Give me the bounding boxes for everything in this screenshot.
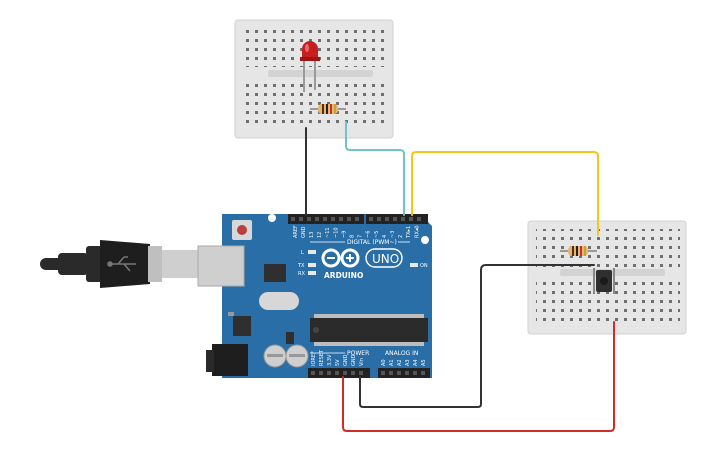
digital-pin-label-10: ~3	[390, 231, 396, 238]
wire-red-5v	[342, 321, 615, 432]
digital-pin-label-7: ~6	[366, 231, 372, 238]
power-pin-label-5: GND	[351, 354, 357, 366]
usb-icon	[107, 256, 136, 272]
gnd-label: GND	[301, 226, 307, 238]
analog-pin-label-2: A2	[397, 359, 403, 366]
digital-pin-label-2: ~11	[325, 227, 331, 238]
wire-cyan-resistor	[345, 121, 405, 216]
led-rx-label: RX	[298, 271, 305, 277]
header-analog	[378, 368, 430, 378]
digital-pin-label-5: 8	[350, 235, 356, 238]
wires	[305, 121, 615, 432]
digital-pin-label-1: 12	[317, 232, 323, 238]
analog-pin-label-1: A1	[389, 359, 395, 366]
power-pin-label-6: Vin	[359, 358, 365, 366]
pushbutton	[593, 268, 615, 294]
uno-badge	[365, 248, 403, 268]
led-on-label: ON	[420, 263, 428, 269]
analog-pin-label-4: A4	[413, 359, 419, 366]
arduino-infinity-logo	[321, 248, 360, 268]
power-jack	[212, 344, 248, 376]
digital-pin-label-6: 7	[358, 235, 364, 238]
wire-yellow-resistor	[411, 151, 599, 236]
power-pin-label-4: GND	[343, 354, 349, 366]
power-label: POWER	[347, 350, 369, 357]
analog-pin-label-0: A0	[381, 359, 387, 366]
uno-label: UNO	[372, 252, 399, 266]
microcontroller-chip	[310, 318, 428, 342]
power-pin-label-2: 3.3V	[327, 354, 333, 366]
led-tx-label: TX	[297, 263, 305, 269]
red-led	[300, 41, 320, 92]
arduino-brand: ARDUINO	[324, 271, 363, 280]
power-pin-label-0: IOREF	[311, 351, 317, 366]
analog-pin-label-5: A5	[421, 359, 427, 366]
wire-black-gnd	[359, 264, 595, 408]
power-pin-label-3: 5V	[335, 359, 341, 366]
digital-label: DIGITAL (PWM~)	[347, 239, 397, 246]
usb-b-socket	[197, 245, 245, 287]
digital-pin-label-8: ~5	[374, 231, 380, 238]
usb-cable	[40, 240, 198, 288]
aref-label: AREF	[293, 225, 299, 238]
digital-pin-label-0: 13	[309, 232, 315, 238]
digital-pin-label-11: 2	[398, 235, 404, 238]
digital-pin-label-4: ~9	[341, 231, 347, 238]
breadboard-right	[527, 220, 687, 335]
analog-pin-label-3: A3	[405, 359, 411, 366]
led-l-label: L	[301, 250, 304, 256]
digital-pin-label-9: 4	[382, 235, 388, 238]
digital-pin-label-13: RX◂0	[414, 225, 420, 238]
digital-pin-label-3: ~10	[333, 227, 339, 238]
analog-label: ANALOG IN	[385, 350, 418, 357]
resistor-top	[310, 104, 346, 114]
digital-pin-label-12: TX▸1	[406, 226, 412, 239]
power-pin-label-1: RESET	[319, 349, 325, 366]
resistor-right	[560, 246, 597, 256]
